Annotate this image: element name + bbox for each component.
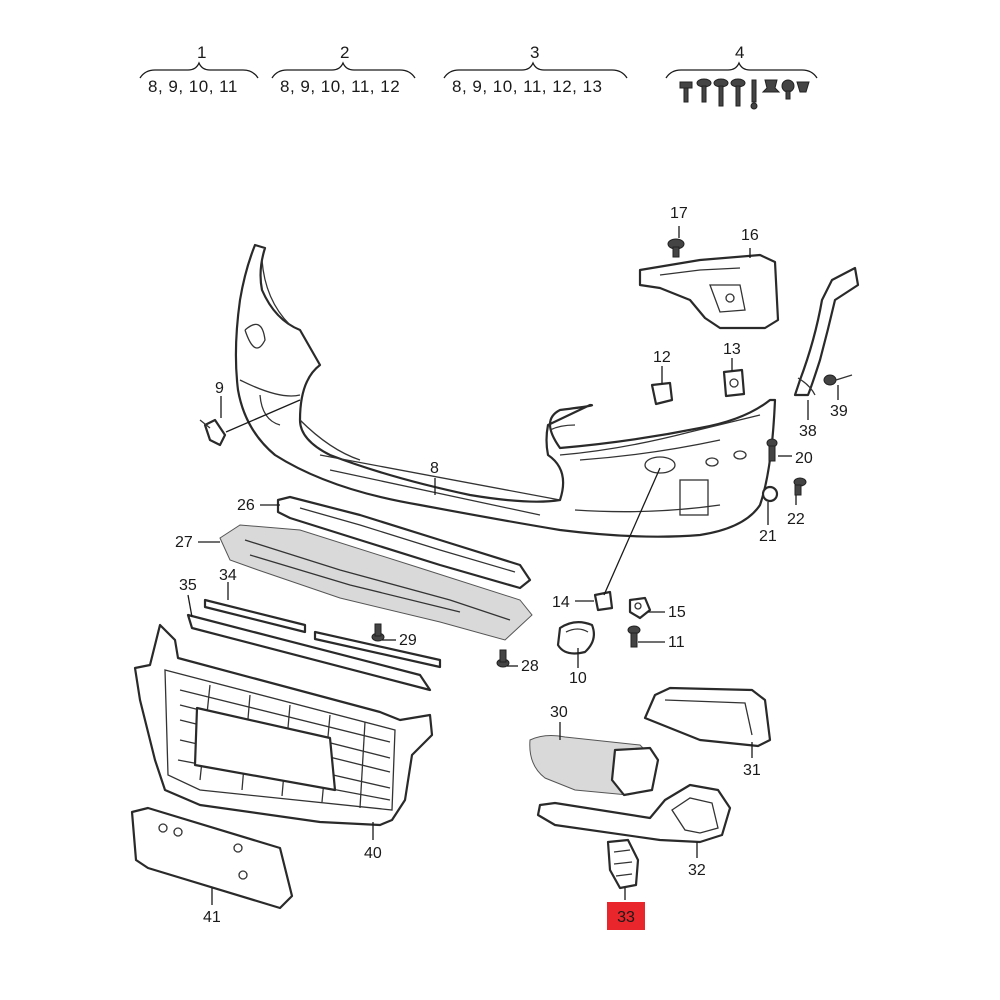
label-40: 40: [364, 845, 382, 862]
highlighted-part-33[interactable]: 33: [607, 902, 645, 930]
label-35: 35: [179, 577, 197, 594]
nut-21: [761, 485, 779, 503]
group-number: 4: [735, 43, 745, 62]
group-number: 3: [530, 43, 540, 62]
label-21: 21: [759, 528, 777, 545]
group-4-header: 4: [665, 43, 818, 110]
group-number: 2: [340, 43, 350, 62]
label-20: 20: [795, 450, 813, 467]
label-8: 8: [430, 460, 439, 477]
label-29: 29: [399, 632, 417, 649]
label-14: 14: [552, 594, 570, 611]
label-33: 33: [617, 909, 635, 926]
plate-bracket-41: [130, 806, 294, 910]
label-11: 11: [668, 634, 685, 651]
label-39: 39: [830, 403, 848, 420]
label-22: 22: [787, 511, 805, 528]
trim-strip-34: [203, 598, 442, 669]
label-32: 32: [688, 862, 706, 879]
bolt-20: [766, 438, 778, 462]
label-26: 26: [237, 497, 255, 514]
group-parts-list: 8, 9, 10, 11, 12, 13: [452, 77, 603, 96]
side-grille-30: [529, 735, 660, 797]
trim-strip-35: [186, 613, 432, 692]
label-10: 10: [569, 670, 587, 687]
screw-29: [371, 623, 385, 642]
clip-12: [650, 381, 674, 406]
tow-hook-cap-10: [556, 621, 595, 655]
group-1-header: 1 8, 9, 10, 11: [139, 43, 259, 96]
label-15: 15: [668, 604, 686, 621]
group-number: 1: [197, 43, 207, 62]
label-28: 28: [521, 658, 539, 675]
fastener-icons: [679, 78, 810, 110]
label-17: 17: [670, 205, 688, 222]
clip-13: [722, 368, 746, 398]
group-3-header: 3 8, 9, 10, 11, 12, 13: [443, 43, 628, 96]
group-2-header: 2 8, 9, 10, 11, 12: [271, 43, 416, 96]
label-9: 9: [215, 380, 224, 397]
label-41: 41: [203, 909, 221, 926]
part-labels: 9 8 17 16 12 13 38 39 20 21 22 26 27 34 …: [175, 205, 848, 926]
holder-15: [628, 596, 652, 620]
bolt-17: [667, 238, 685, 258]
screw-39: [823, 374, 853, 386]
bolt-22: [793, 477, 807, 496]
side-bracket-38: [793, 266, 860, 397]
bracket-33: [606, 838, 640, 890]
group-parts-list: 8, 9, 10, 11, 12: [280, 77, 400, 96]
air-duct-31: [643, 686, 772, 748]
highlight-box: [607, 902, 645, 930]
leader-lines: [187, 226, 839, 905]
label-31: 31: [743, 762, 761, 779]
undertray-27: [219, 524, 533, 641]
group-parts-list: 8, 9, 10, 11: [148, 77, 238, 96]
screw-11: [627, 625, 641, 648]
mounting-bracket-16: [638, 253, 780, 330]
lower-trim-32: [536, 783, 732, 844]
label-30: 30: [550, 704, 568, 721]
label-12: 12: [653, 349, 671, 366]
radiator-grille-40: [133, 623, 434, 827]
label-38: 38: [799, 423, 817, 440]
label-34: 34: [219, 567, 237, 584]
reinforcement-bar-26: [276, 495, 532, 590]
bracket-9: [199, 418, 227, 447]
label-13: 13: [723, 341, 741, 358]
label-27: 27: [175, 534, 193, 551]
label-16: 16: [741, 227, 759, 244]
screw-28: [496, 649, 510, 668]
